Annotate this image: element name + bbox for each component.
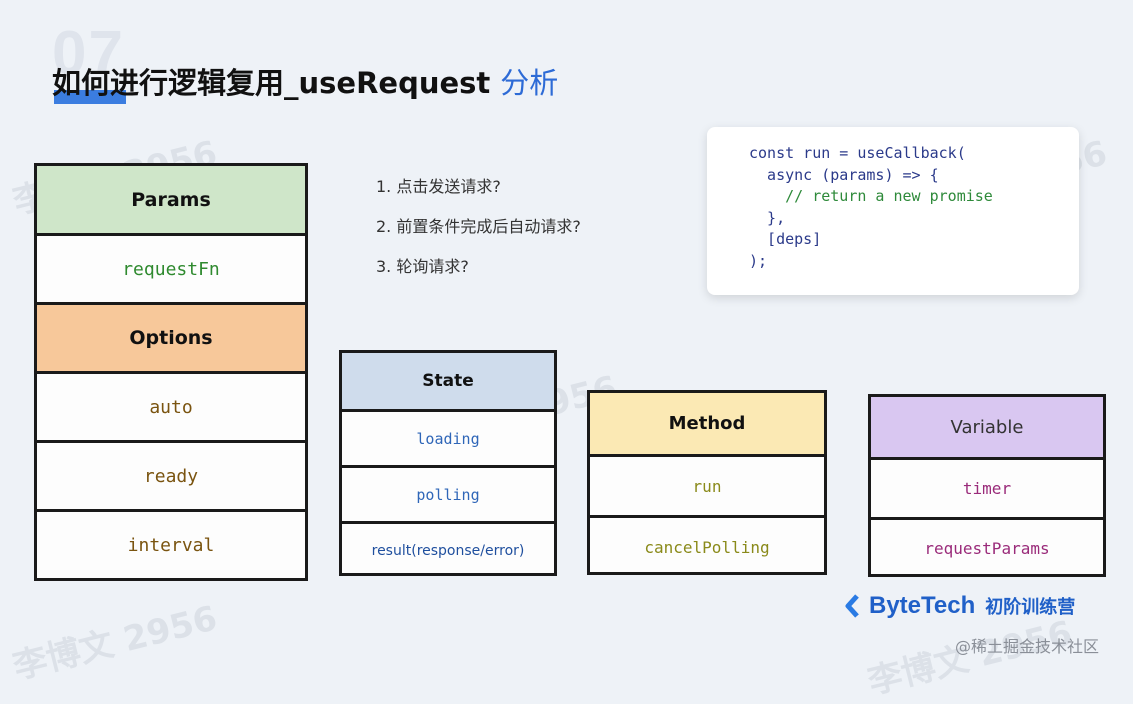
slide-number: 07	[52, 19, 125, 88]
question-list: 1. 点击发送请求? 2. 前置条件完成后自动请求? 3. 轮询请求?	[376, 175, 581, 295]
params-header: Params	[37, 166, 305, 233]
state-item-result: result(response/error)	[342, 521, 554, 577]
brand-logo: ByteTech 初阶训练营	[845, 592, 1075, 620]
code-snippet-card: const run = useCallback( async (params) …	[707, 127, 1079, 295]
bytetech-logo-icon	[845, 594, 859, 618]
brand-name: ByteTech	[869, 592, 976, 619]
state-header: State	[342, 353, 554, 409]
title-sub: 分析	[500, 66, 559, 100]
question-item: 1. 点击发送请求?	[376, 177, 501, 196]
method-box: Method run cancelPolling	[587, 390, 827, 575]
variable-header: Variable	[871, 397, 1103, 457]
state-item-polling: polling	[342, 465, 554, 521]
code-line: },	[749, 208, 786, 227]
option-auto: auto	[37, 371, 305, 440]
state-item-loading: loading	[342, 409, 554, 465]
method-item-run: run	[590, 454, 824, 515]
code-line: [deps]	[749, 230, 822, 248]
code-line: async (params) => {	[749, 165, 939, 184]
source-credit: @稀土掘金技术社区	[955, 637, 1100, 656]
option-ready: ready	[37, 440, 305, 509]
variable-item-timer: timer	[871, 457, 1103, 517]
method-item-cancel-polling: cancelPolling	[590, 515, 824, 576]
question-item: 2. 前置条件完成后自动请求?	[376, 217, 581, 236]
code-snippet: const run = useCallback( async (params) …	[749, 143, 1079, 272]
option-interval: interval	[37, 509, 305, 578]
request-fn-item: requestFn	[37, 233, 305, 302]
title-accent-bar	[54, 90, 126, 104]
page-title: 如何进行逻辑复用_useRequest 分析	[52, 60, 558, 102]
code-line: // return a new promise	[749, 187, 993, 205]
code-line: const run = useCallback(	[749, 144, 966, 162]
question-item: 3. 轮询请求?	[376, 257, 469, 276]
method-header: Method	[590, 393, 824, 454]
code-line: );	[749, 251, 768, 270]
title-main: 如何进行逻辑复用_useRequest	[52, 66, 491, 100]
state-box: State loading polling result(response/er…	[339, 350, 557, 576]
variable-item-request-params: requestParams	[871, 517, 1103, 577]
variable-box: Variable timer requestParams	[868, 394, 1106, 577]
params-options-box: Params requestFn Options auto ready inte…	[34, 163, 308, 581]
brand-tag: 初阶训练营	[985, 597, 1076, 618]
watermark: 李博文 2956	[9, 598, 222, 688]
options-header: Options	[37, 302, 305, 371]
